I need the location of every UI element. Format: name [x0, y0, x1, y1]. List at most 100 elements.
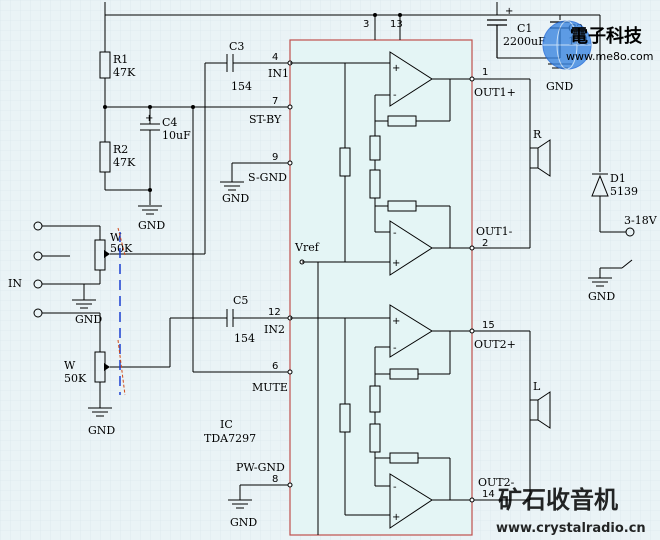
pot-w2-wiper-icon: [104, 363, 110, 371]
gnd-label: GND: [222, 192, 249, 205]
r2-value: 47K: [113, 156, 136, 169]
in-label: IN: [8, 277, 22, 290]
gnd-label: GND: [75, 313, 102, 326]
pin-15-label: 15: [482, 320, 495, 331]
pin-dot: [469, 245, 475, 251]
amp-channel-1: [290, 51, 472, 276]
c4-name: C4: [162, 116, 177, 129]
pin-7-label: 7: [272, 96, 278, 107]
d1-value: 5139: [610, 185, 638, 198]
junction-dot: [191, 105, 195, 109]
ic-body: [289, 39, 473, 536]
gnd-label: GND: [88, 424, 115, 437]
vref-label: Vref: [294, 241, 320, 254]
opamp-plus: +: [392, 63, 400, 74]
in1-label: IN1: [268, 67, 289, 80]
amp-channel-2: [290, 304, 472, 529]
pin-dot: [287, 104, 293, 110]
pin-6-label: 6: [272, 361, 278, 372]
gnd-label: GND: [230, 516, 257, 529]
watermark-logo-top: [542, 20, 592, 70]
mute-label: MUTE: [252, 381, 288, 394]
in1-wire: [110, 54, 290, 255]
speaker-r-label: R: [533, 128, 542, 141]
opamp-minus: -: [393, 482, 397, 493]
d1-name: D1: [610, 172, 626, 185]
c3-name: C3: [229, 40, 244, 53]
r2-name: R2: [113, 143, 128, 156]
c4-plus: +: [145, 113, 153, 124]
opamp-plus: +: [392, 258, 400, 269]
pin-dot: [287, 160, 293, 166]
c1-name: C1: [517, 22, 532, 35]
w2-name: W: [64, 359, 76, 372]
opamp-minus: -: [393, 343, 397, 354]
in2-label: IN2: [264, 323, 285, 336]
w1-value: 50K: [110, 242, 133, 255]
pin-dot: [469, 497, 475, 503]
mute-wire: [192, 107, 290, 373]
w1-name: W: [110, 231, 122, 244]
opamp-plus: +: [392, 512, 400, 523]
input-terminal: [33, 308, 43, 318]
r1-value: 47K: [113, 66, 136, 79]
junction-dot: [103, 105, 107, 109]
supply-terminal: [625, 227, 635, 237]
pin-2-label: 2: [482, 238, 488, 249]
supply-label: 3-18V: [624, 214, 658, 227]
ic-designator: IC: [220, 418, 233, 431]
ic-part-number: TDA7297: [204, 432, 256, 445]
pin-8-label: 8: [272, 474, 278, 485]
out2n-label: OUT2-: [478, 476, 515, 489]
pin-dot: [469, 76, 475, 82]
c4-value: 10uF: [162, 129, 191, 142]
opamp-plus: +: [392, 316, 400, 327]
capacitor-c1: [487, 19, 507, 58]
junction-dot: [398, 13, 402, 17]
pin-1-label: 1: [482, 67, 488, 78]
watermark-cn-bottom: 矿石收音机: [498, 486, 618, 514]
input-network: [33, 221, 290, 417]
supply-ground: [588, 259, 633, 287]
output-wires-ch1: [472, 78, 551, 249]
pin-dot: [287, 482, 293, 488]
pot-w1-wiper-icon: [104, 250, 110, 258]
output-wires-ch2: [472, 330, 551, 501]
c1-plus: +: [505, 6, 513, 17]
pwgnd-label: PW-GND: [236, 461, 285, 474]
opamp-minus: -: [393, 90, 397, 101]
pot-w2-arrow: [117, 339, 126, 396]
speaker-l-label: L: [533, 380, 541, 393]
pwgnd-wire: [228, 484, 290, 509]
pin-13-label: 13: [390, 19, 403, 30]
pin-14-label: 14: [482, 489, 495, 500]
junction-dot: [373, 13, 377, 17]
pin-4-label: 4: [272, 52, 278, 63]
pin-12-label: 12: [268, 307, 281, 318]
gnd-label: GND: [546, 80, 573, 93]
out1n-label: OUT1-: [476, 225, 513, 238]
c3-value: 154: [231, 80, 252, 93]
c1-value: 2200uF: [503, 35, 546, 48]
resistor-divider: [99, 51, 290, 205]
watermark-url-top: www.me8o.com: [566, 50, 653, 63]
gnd-label: GND: [588, 290, 615, 303]
junction-dot: [148, 188, 152, 192]
c5-name: C5: [233, 294, 248, 307]
watermark-url-bottom: www.crystalradio.cn: [496, 521, 646, 536]
opamp-minus: -: [393, 228, 397, 239]
pin-dot: [469, 328, 475, 334]
pin-9-label: 9: [272, 152, 278, 163]
pin-3-label: 3: [363, 19, 369, 30]
supply-rail: [104, 2, 626, 233]
out2p-label: OUT2+: [474, 338, 516, 351]
stby-label: ST-BY: [249, 113, 282, 126]
watermark-cn-top: 電子科技: [570, 25, 643, 47]
c5-value: 154: [234, 332, 255, 345]
r1-name: R1: [113, 53, 128, 66]
ground-symbol: [138, 205, 162, 215]
sgnd-wire: [220, 162, 290, 191]
junction-dot: [148, 105, 152, 109]
